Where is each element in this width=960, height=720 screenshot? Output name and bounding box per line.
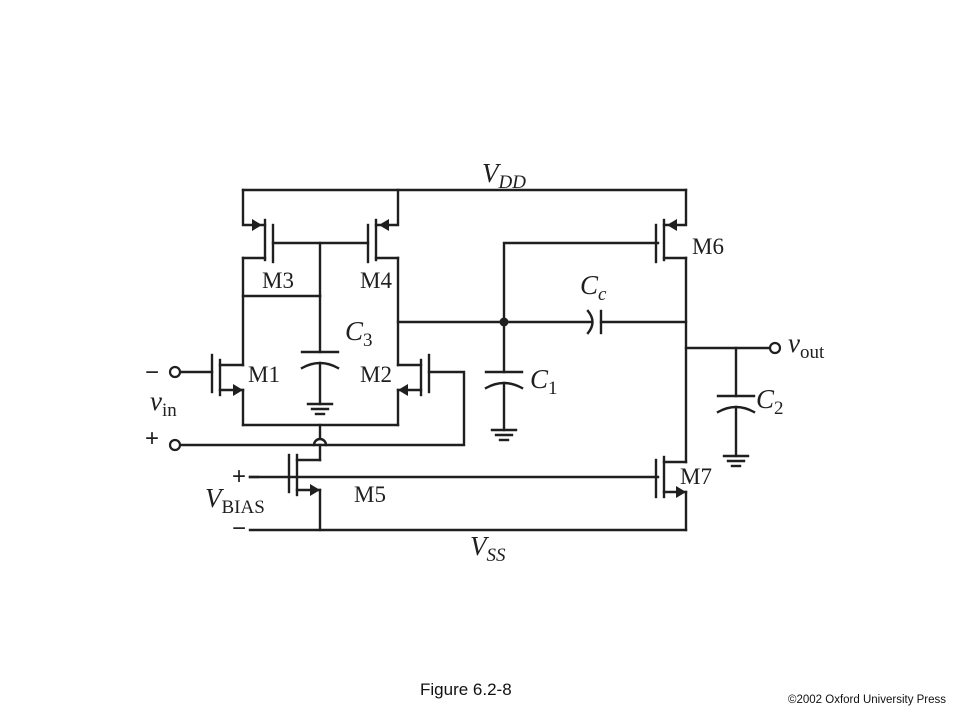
label-c3: C3 (345, 316, 373, 351)
capacitor-c3 (300, 294, 340, 416)
capacitor-cc (586, 309, 688, 335)
transistor-m1 (178, 353, 245, 427)
vbias-plus-sign: + (232, 463, 246, 490)
capacitor-c1 (484, 320, 524, 442)
label-cc: Cc (580, 270, 607, 305)
transistor-m7 (654, 455, 688, 532)
copyright-notice: ©2002 Oxford University Press (788, 694, 947, 706)
label-c1: C1 (530, 364, 558, 399)
figure-caption: Figure 6.2-8 (420, 680, 512, 699)
transistor-m4 (366, 188, 400, 367)
label-vdd: VDD (482, 158, 526, 193)
transistor-m2 (178, 353, 466, 447)
label-vout: vout (788, 328, 825, 363)
label-m3: M3 (262, 268, 294, 293)
label-m6: M6 (692, 234, 724, 259)
label-m5: M5 (354, 482, 386, 507)
label-m7: M7 (680, 464, 712, 489)
input-terminals (168, 365, 182, 452)
vbias-minus-sign: − (232, 515, 246, 542)
output-net (684, 256, 782, 464)
label-m1: M1 (248, 362, 280, 387)
tail-node (241, 423, 400, 462)
label-vss: VSS (470, 531, 506, 566)
first-stage-output-net (396, 241, 660, 327)
label-c2: C2 (756, 384, 784, 419)
mirror-gate-net (241, 241, 370, 298)
label-vin: vin (150, 386, 177, 421)
vin-plus-sign: + (145, 425, 159, 452)
label-m2: M2 (360, 362, 392, 387)
transistor-m5 (248, 453, 660, 532)
label-vbias: VBIAS (205, 483, 265, 518)
transistor-m6 (654, 188, 688, 264)
capacitor-c2 (716, 346, 756, 468)
label-m4: M4 (360, 268, 392, 293)
vin-minus-sign: − (145, 359, 159, 386)
